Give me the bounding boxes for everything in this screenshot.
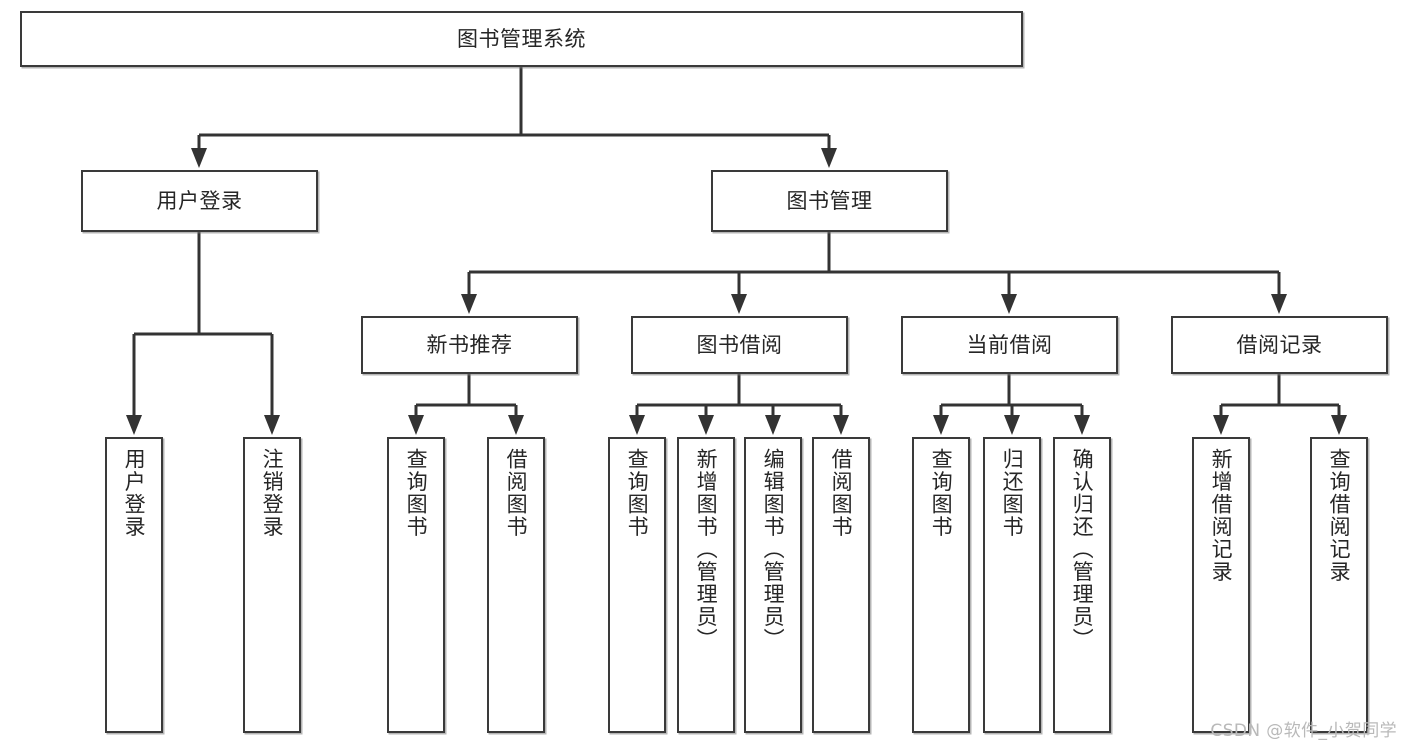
connector-arrowhead-book-borrow-bus-2	[765, 415, 781, 435]
node-new-book-recommend[interactable]: 新书推荐	[361, 316, 578, 374]
connector-arrowhead-book-borrow-bus-1	[698, 415, 714, 435]
node-label-current-borrow: 当前借阅	[966, 332, 1053, 357]
node-label-leaf-edit-book: 编辑图书（管理员）	[761, 448, 786, 651]
node-current-borrow[interactable]: 当前借阅	[901, 316, 1118, 374]
connector-arrowhead-book-manage-bus-1	[731, 294, 747, 314]
node-label-leaf-add-book: 新增图书（管理员）	[694, 448, 719, 651]
node-label-leaf-query-book-rec: 查询图书	[404, 448, 429, 538]
node-leaf-query-book-rec[interactable]: 查询图书	[387, 437, 445, 733]
node-leaf-query-record[interactable]: 查询借阅记录	[1310, 437, 1368, 733]
connector-arrowhead-new-book-bus-1	[508, 415, 524, 435]
csdn-watermark: CSDN @软件_小贺同学	[1210, 721, 1397, 741]
node-label-leaf-query-book: 查询图书	[625, 448, 650, 538]
node-label-leaf-user-login: 用户登录	[122, 448, 147, 538]
node-leaf-query-book-cur[interactable]: 查询图书	[912, 437, 970, 733]
node-label-book-manage: 图书管理	[786, 188, 873, 213]
connector-arrowhead-book-manage-bus-2	[1001, 294, 1017, 314]
node-label-leaf-borrow-book: 借阅图书	[829, 448, 854, 538]
connector-arrowhead-current-borrow-bus-1	[1004, 415, 1020, 435]
node-borrow-record[interactable]: 借阅记录	[1171, 316, 1388, 374]
node-leaf-edit-book[interactable]: 编辑图书（管理员）	[744, 437, 802, 733]
node-label-leaf-return-book: 归还图书	[1000, 448, 1025, 538]
connector-arrowhead-current-borrow-bus-0	[933, 415, 949, 435]
connector-arrowhead-new-book-bus-0	[408, 415, 424, 435]
node-label-user-login: 用户登录	[156, 188, 243, 213]
connector-arrowhead-root-bus-0	[191, 148, 207, 168]
connector-arrowhead-user-login-bus-1	[264, 415, 280, 435]
node-label-leaf-confirm-return: 确认归还（管理员）	[1070, 448, 1095, 651]
node-label-leaf-add-record: 新增借阅记录	[1209, 448, 1234, 583]
connector-arrowhead-book-manage-bus-0	[461, 294, 477, 314]
connector-arrowhead-book-borrow-bus-0	[629, 415, 645, 435]
connector-arrowhead-root-bus-1	[821, 148, 837, 168]
node-leaf-logout[interactable]: 注销登录	[243, 437, 301, 733]
node-leaf-query-book[interactable]: 查询图书	[608, 437, 666, 733]
node-label-new-book-recommend: 新书推荐	[426, 332, 513, 357]
node-label-root: 图书管理系统	[457, 26, 586, 51]
node-label-leaf-query-record: 查询借阅记录	[1327, 448, 1352, 583]
node-leaf-add-record[interactable]: 新增借阅记录	[1192, 437, 1250, 733]
node-label-leaf-borrow-book-rec: 借阅图书	[504, 448, 529, 538]
node-leaf-user-login[interactable]: 用户登录	[105, 437, 163, 733]
node-leaf-add-book[interactable]: 新增图书（管理员）	[677, 437, 735, 733]
connector-arrowhead-borrow-record-bus-1	[1331, 415, 1347, 435]
node-book-borrow[interactable]: 图书借阅	[631, 316, 848, 374]
node-leaf-borrow-book-rec[interactable]: 借阅图书	[487, 437, 545, 733]
node-label-borrow-record: 借阅记录	[1236, 332, 1323, 357]
node-label-book-borrow: 图书借阅	[696, 332, 783, 357]
node-book-manage[interactable]: 图书管理	[711, 170, 948, 232]
connector-arrowhead-user-login-bus-0	[126, 415, 142, 435]
connector-arrowhead-book-manage-bus-3	[1271, 294, 1287, 314]
node-root[interactable]: 图书管理系统	[20, 11, 1023, 67]
connector-arrowhead-book-borrow-bus-3	[833, 415, 849, 435]
node-leaf-borrow-book[interactable]: 借阅图书	[812, 437, 870, 733]
node-leaf-confirm-return[interactable]: 确认归还（管理员）	[1053, 437, 1111, 733]
node-label-leaf-query-book-cur: 查询图书	[929, 448, 954, 538]
connector-arrowhead-borrow-record-bus-0	[1213, 415, 1229, 435]
node-leaf-return-book[interactable]: 归还图书	[983, 437, 1041, 733]
connector-arrowhead-current-borrow-bus-2	[1074, 415, 1090, 435]
node-label-leaf-logout: 注销登录	[260, 448, 285, 538]
node-user-login[interactable]: 用户登录	[81, 170, 318, 232]
